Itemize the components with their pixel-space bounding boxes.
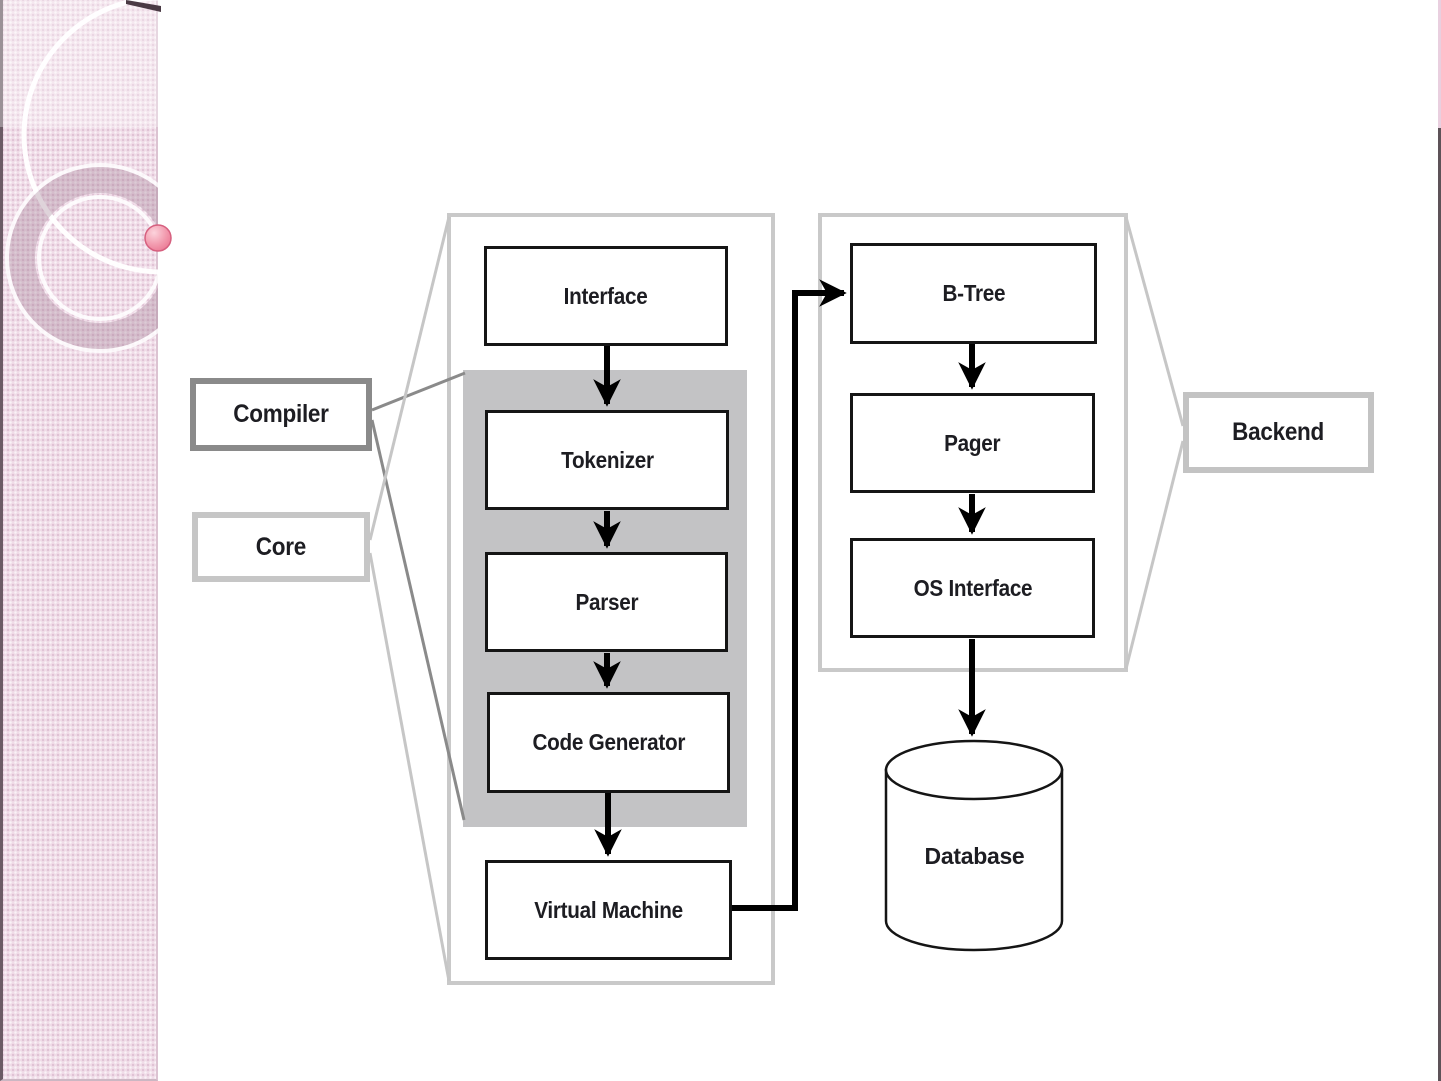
node-parser-label: Parser [575, 588, 638, 615]
connector-backend-top [1124, 216, 1185, 427]
decor-ring-outer-white [5, 163, 158, 353]
decor-ring-gray [9, 167, 158, 349]
sidebar-decoration [0, 0, 172, 353]
node-os-interface-label: OS Interface [913, 574, 1032, 601]
node-btree: B-Tree [850, 243, 1097, 344]
node-interface: Interface [484, 246, 728, 346]
node-tokenizer-label: Tokenizer [560, 446, 654, 473]
node-database: Database [886, 843, 1063, 870]
node-code-generator-label: Code Generator [532, 729, 685, 755]
node-database-label: Database [924, 843, 1025, 869]
decor-ring-inner-white [37, 195, 158, 321]
connector-core-bottom [368, 552, 451, 982]
decor-top-wedge [126, 0, 161, 12]
decor-light-block [0, 0, 158, 127]
slide-edge-top [1438, 0, 1441, 128]
database-cylinder-top [884, 739, 1064, 801]
node-virtual-machine: Virtual Machine [485, 860, 732, 960]
node-code-generator: Code Generator [487, 692, 730, 793]
node-os-interface: OS Interface [850, 538, 1095, 638]
template-sidebar [0, 0, 158, 1081]
label-compiler: Compiler [190, 378, 372, 451]
decor-pink-dot [144, 224, 172, 252]
label-core-text: Core [255, 532, 307, 561]
label-core: Core [192, 512, 370, 582]
node-tokenizer: Tokenizer [485, 410, 729, 510]
decor-circle-large [21, 0, 158, 275]
node-btree-label: B-Tree [942, 280, 1005, 306]
node-pager-label: Pager [944, 429, 1001, 456]
label-backend: Backend [1183, 392, 1374, 473]
slide-edge-bottom [1438, 128, 1441, 1081]
node-pager: Pager [850, 393, 1095, 493]
node-interface-label: Interface [564, 282, 648, 309]
label-compiler-text: Compiler [233, 400, 329, 428]
node-virtual-machine-label: Virtual Machine [534, 896, 683, 923]
node-parser: Parser [485, 552, 728, 652]
label-backend-text: Backend [1232, 418, 1325, 446]
connector-core-top [368, 216, 451, 541]
connector-backend-bottom [1124, 440, 1185, 670]
